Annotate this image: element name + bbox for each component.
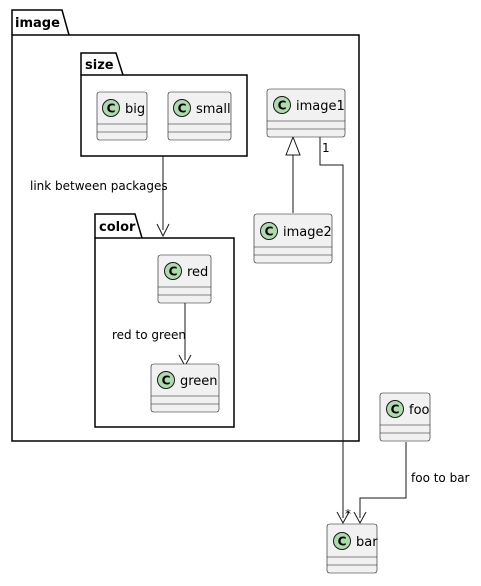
class-bar-c-letter: C [338, 535, 347, 549]
edge-size-to-color-label: link between packages [30, 179, 168, 193]
package-image-tab [11, 9, 70, 36]
class-red-c-letter: C [169, 265, 178, 279]
edge-image1-to-bar-arrowhead [336, 511, 350, 525]
class-image2-name: image2 [283, 225, 332, 240]
class-red-name: red [187, 265, 208, 280]
class-image1-name: image1 [296, 99, 345, 114]
class-bar: C bar [326, 523, 378, 574]
class-green: C green [150, 363, 220, 413]
edge-red-to-green: red to green [112, 303, 192, 368]
package-color-label: color [99, 220, 136, 235]
class-foo: C foo [379, 392, 431, 442]
class-big-c-letter: C [107, 102, 116, 116]
class-image2-c-icon [260, 222, 278, 240]
class-image2-c-letter: C [265, 225, 274, 239]
class-foo-c-letter: C [391, 403, 400, 417]
edge-image2-to-image1 [285, 135, 301, 213]
class-image1-c-letter: C [278, 99, 287, 113]
package-size-tab [80, 52, 124, 76]
edge-foo-to-bar-arrowhead [353, 511, 367, 525]
package-color-tab [94, 213, 143, 239]
class-bar-name: bar [356, 535, 378, 550]
class-green-name: green [180, 374, 218, 389]
class-big-name: big [125, 102, 145, 117]
class-big: C big [96, 91, 148, 141]
package-size-label: size [85, 58, 114, 73]
class-red-c-icon [164, 262, 182, 280]
edge-image2-to-image1-inheritance-triangle [285, 135, 301, 156]
edge-image1-to-bar-source-multiplicity: 1 [322, 141, 330, 155]
edge-foo-to-bar-label: foo to bar [411, 471, 470, 485]
edge-size-to-color-arrowhead [156, 223, 170, 238]
class-foo-name: foo [409, 403, 430, 418]
class-bar-c-icon [333, 532, 351, 550]
class-green-c-icon [157, 371, 175, 389]
class-foo-c-icon [386, 400, 404, 418]
class-image2: C image2 [253, 213, 333, 264]
edge-red-to-green-label: red to green [112, 328, 186, 342]
edge-image1-to-bar: 1 * [319, 137, 351, 525]
class-image1-c-icon [273, 96, 291, 114]
class-red: C red [157, 254, 212, 304]
class-small-c-letter: C [178, 102, 187, 116]
class-small: C small [167, 91, 232, 141]
edge-foo-to-bar: foo to bar [353, 442, 470, 525]
edge-image1-to-bar-line [319, 137, 344, 518]
package-image-label: image [15, 16, 60, 31]
class-small-name: small [196, 102, 231, 117]
class-green-c-letter: C [162, 374, 171, 388]
class-big-c-icon [102, 99, 120, 117]
class-image1: C image1 [266, 88, 346, 138]
class-small-c-icon [173, 99, 191, 117]
edge-image1-to-bar-target-multiplicity: * [345, 507, 351, 521]
edge-size-to-color: link between packages [30, 156, 170, 238]
edge-foo-to-bar-line [359, 442, 407, 518]
